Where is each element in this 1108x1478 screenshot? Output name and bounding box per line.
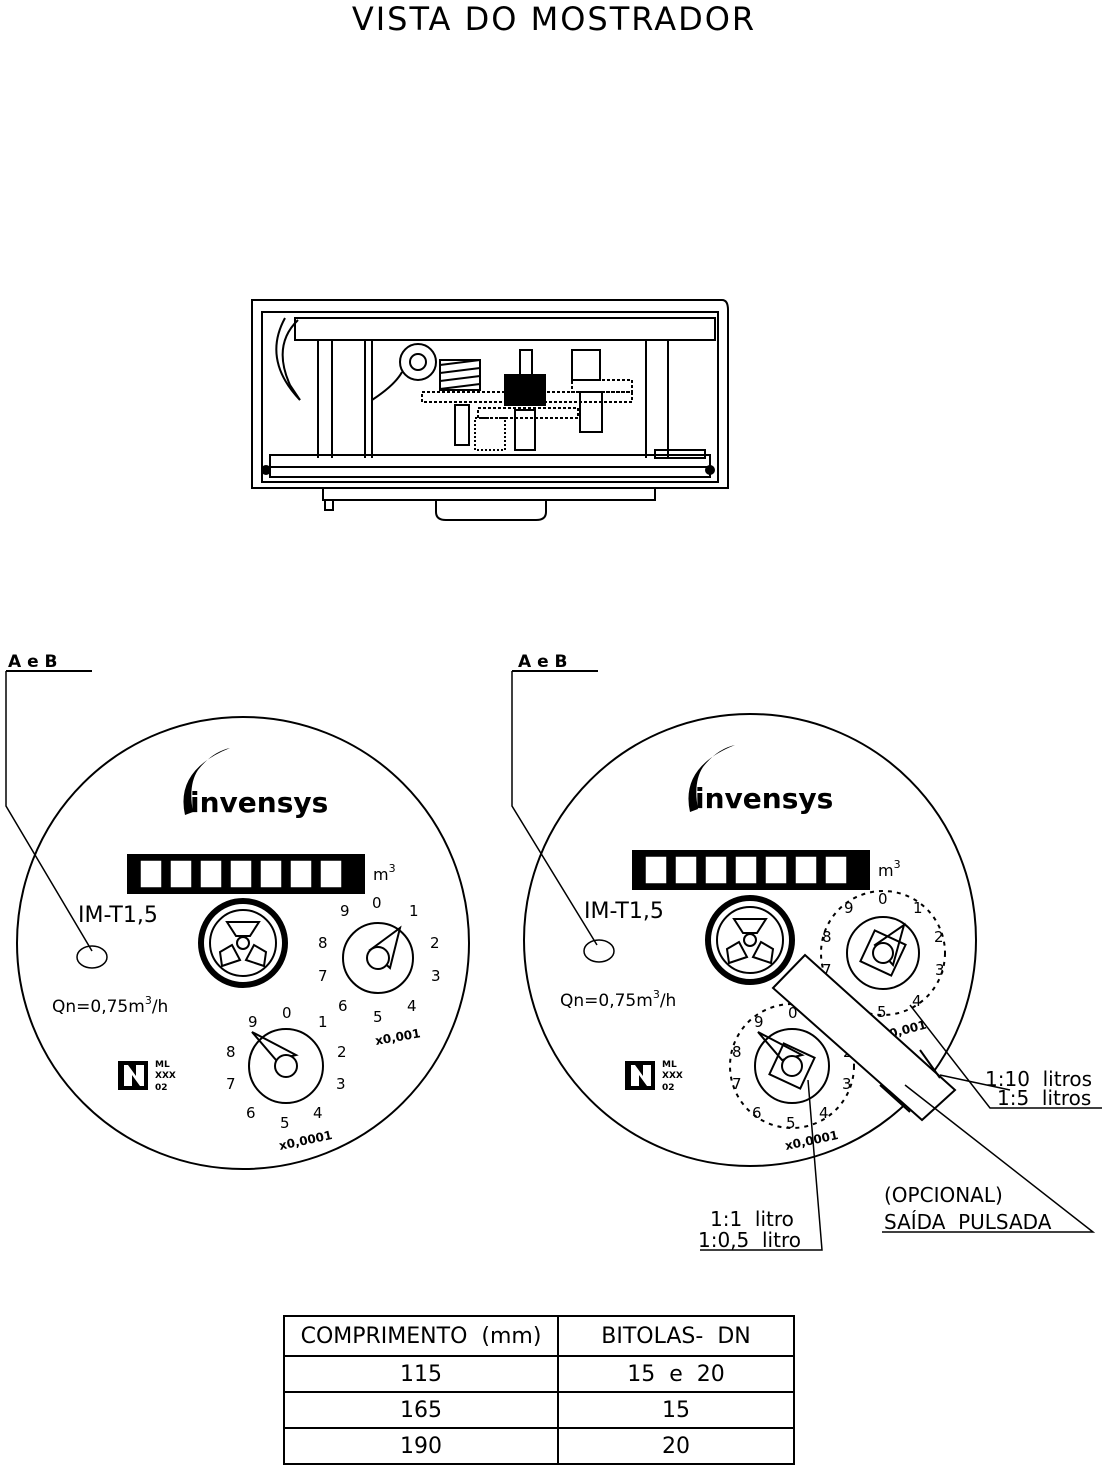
svg-text:3: 3 (431, 967, 441, 985)
svg-text:1:10 litros: 1:10 litros (985, 1067, 1092, 1091)
pulse-output-sensor (771, 953, 957, 1122)
right-certification-badge: ML XXX 02 (625, 1060, 683, 1093)
svg-text:9: 9 (754, 1013, 764, 1031)
svg-text:3: 3 (842, 1075, 852, 1093)
svg-text:1: 1 (318, 1013, 328, 1031)
table-header-length: COMPRIMENTO (mm) (283, 1315, 559, 1357)
left-certification-badge: ML XXX 02 (118, 1060, 176, 1093)
left-dial-face (16, 716, 470, 1170)
svg-text:1:1 litro: 1:1 litro (710, 1207, 794, 1231)
right-reference-hole (583, 939, 615, 963)
right-qn-label: Qn=0,75m3/h (560, 988, 676, 1011)
svg-text:5: 5 (280, 1114, 290, 1132)
svg-text:1:5 litros: 1:5 litros (997, 1086, 1091, 1110)
svg-text:9: 9 (844, 899, 854, 917)
svg-text:1: 1 (409, 902, 419, 920)
left-brand-name: invensys (190, 786, 328, 819)
table-cell: 115 (283, 1355, 559, 1393)
right-marker-label: A e B (518, 652, 567, 672)
left-counter-digits (139, 859, 343, 889)
table-cell: 190 (283, 1427, 559, 1465)
svg-text:(OPCIONAL): (OPCIONAL) (884, 1183, 1003, 1207)
right-star-wheel (705, 895, 795, 985)
svg-text:6: 6 (246, 1104, 256, 1122)
svg-text:0: 0 (372, 894, 382, 912)
svg-text:4: 4 (407, 997, 417, 1015)
callout-lower-ratio: 1:1 litro 1:0,5 litro (698, 1207, 801, 1252)
svg-text:7: 7 (318, 967, 328, 985)
left-brand-swoosh-icon (183, 748, 230, 815)
right-dial: A e B invensys m3 IM-T1,5 Qn=0,75m3/h (511, 652, 1102, 1252)
svg-text:9: 9 (340, 902, 350, 920)
table-cell: 20 (557, 1427, 795, 1465)
svg-text:9: 9 (248, 1013, 258, 1031)
table-header-row: COMPRIMENTO (mm) BITOLAS- DN (283, 1315, 795, 1357)
table-header-gauges: BITOLAS- DN (557, 1315, 795, 1357)
left-star-wheel (198, 898, 288, 988)
svg-text:02: 02 (662, 1083, 675, 1093)
table-row: 190 20 (283, 1427, 795, 1465)
svg-text:0: 0 (282, 1004, 292, 1022)
svg-text:8: 8 (226, 1043, 236, 1061)
svg-text:XXX: XXX (662, 1071, 683, 1081)
callout-leaders (700, 1004, 1102, 1251)
svg-text:5: 5 (877, 1003, 887, 1021)
svg-text:8: 8 (822, 928, 832, 946)
svg-text:3: 3 (336, 1075, 346, 1093)
left-unit-label: m3 (373, 862, 396, 884)
callout-upper-ratio: 1:10 litros 1:5 litros (985, 1067, 1092, 1110)
svg-text:7: 7 (822, 961, 832, 979)
dimensions-table: COMPRIMENTO (mm) BITOLAS- DN 115 15 e 20… (283, 1315, 795, 1465)
page-title: VISTA DO MOSTRADOR (351, 0, 757, 38)
svg-text:1: 1 (913, 899, 923, 917)
left-qn-label: Qn=0,75m3/h (52, 994, 168, 1017)
svg-text:XXX: XXX (155, 1071, 176, 1081)
right-counter-digits (644, 855, 848, 885)
right-brand-name: invensys (695, 782, 833, 815)
svg-text:2: 2 (430, 934, 440, 952)
left-dial: A e B invensys m3 IM-T1,5 Qn=0,75m3/h (5, 652, 470, 1170)
right-unit-label: m3 (878, 858, 901, 880)
left-small-dial-digits: 0 12 34 5 67 89 (318, 894, 441, 1026)
svg-text:7: 7 (226, 1075, 236, 1093)
table-row: 115 15 e 20 (283, 1355, 795, 1393)
svg-text:8: 8 (732, 1043, 742, 1061)
svg-text:8: 8 (318, 934, 328, 952)
left-reference-hole (76, 945, 108, 969)
svg-text:7: 7 (732, 1075, 742, 1093)
svg-text:02: 02 (155, 1083, 168, 1093)
left-marker-label: A e B (8, 652, 57, 672)
left-model-label: IM-T1,5 (78, 903, 158, 928)
svg-text:SAÍDA PULSADA: SAÍDA PULSADA (884, 1210, 1052, 1234)
right-brand-swoosh-icon (688, 745, 735, 812)
svg-text:6: 6 (752, 1104, 762, 1122)
svg-text:1:0,5 litro: 1:0,5 litro (698, 1228, 801, 1252)
svg-text:2: 2 (934, 928, 944, 946)
svg-text:2: 2 (337, 1043, 347, 1061)
svg-text:0: 0 (878, 890, 888, 908)
left-small-multiplier: x0,001 (374, 1026, 421, 1048)
svg-text:0: 0 (788, 1004, 798, 1022)
svg-text:3: 3 (935, 961, 945, 979)
svg-text:4: 4 (819, 1104, 829, 1122)
mechanism-side-view (251, 299, 729, 521)
right-dial-face (523, 713, 977, 1167)
table-cell: 15 (557, 1391, 795, 1429)
table-cell: 15 e 20 (557, 1355, 795, 1393)
svg-text:4: 4 (912, 992, 922, 1010)
svg-text:6: 6 (338, 997, 348, 1015)
svg-text:ML: ML (155, 1060, 170, 1070)
right-model-label: IM-T1,5 (584, 899, 664, 924)
svg-text:ML: ML (662, 1060, 677, 1070)
table-cell: 165 (283, 1391, 559, 1429)
callout-optional-pulse-output: (OPCIONAL) SAÍDA PULSADA (884, 1183, 1052, 1234)
svg-text:5: 5 (786, 1114, 796, 1132)
table-row: 165 15 (283, 1391, 795, 1429)
svg-text:5: 5 (373, 1008, 383, 1026)
svg-text:4: 4 (313, 1104, 323, 1122)
